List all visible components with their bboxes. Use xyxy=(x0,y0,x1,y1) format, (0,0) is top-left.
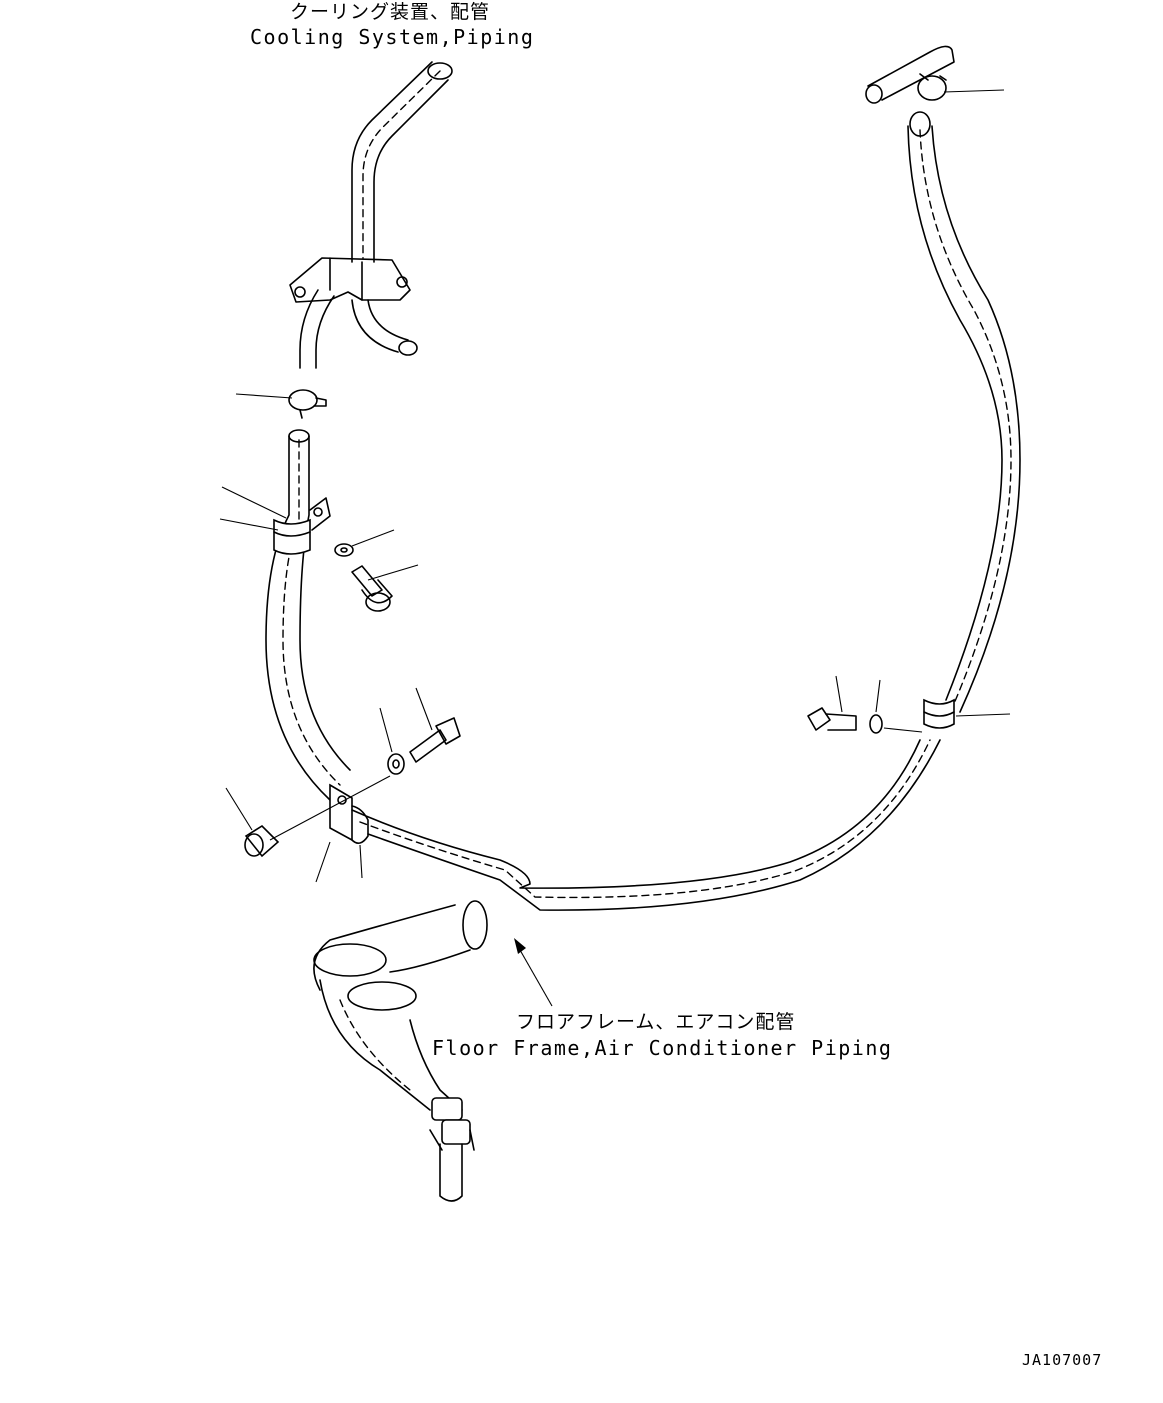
cooling-system-label-en: Cooling System,Piping xyxy=(250,25,535,49)
lower-elbow xyxy=(313,900,488,1111)
cooling-bracket xyxy=(289,257,418,369)
washer-upper xyxy=(334,529,395,557)
right-hose xyxy=(907,111,1021,713)
bolt-right xyxy=(807,675,857,731)
pipe-clamp-right xyxy=(923,698,1011,729)
end-fitting-bottom xyxy=(429,1097,475,1202)
bolt-middle xyxy=(409,687,461,763)
right-pipe-top xyxy=(865,45,1005,104)
floor-frame-label-jp: フロアフレーム、エアコン配管 xyxy=(516,1011,796,1033)
spacer-collar xyxy=(225,775,391,858)
left-hose xyxy=(265,429,351,801)
floor-pipe xyxy=(351,739,941,911)
washer-middle xyxy=(379,707,405,775)
bolt-upper xyxy=(351,564,419,612)
pipe-clamp-middle xyxy=(315,783,369,883)
floor-frame-label-en: Floor Frame,Air Conditioner Piping xyxy=(432,1036,893,1060)
drawing-code: JA107007 xyxy=(1022,1351,1103,1369)
washer-right xyxy=(869,679,923,734)
cooling-system-label-jp: クーリング装置、配管 xyxy=(290,1,491,23)
pipe-clamp-upper xyxy=(219,486,331,555)
floor-frame-arrow xyxy=(514,938,553,1007)
hose-clamp-top-left xyxy=(235,389,327,419)
cooling-pipe xyxy=(351,61,453,263)
